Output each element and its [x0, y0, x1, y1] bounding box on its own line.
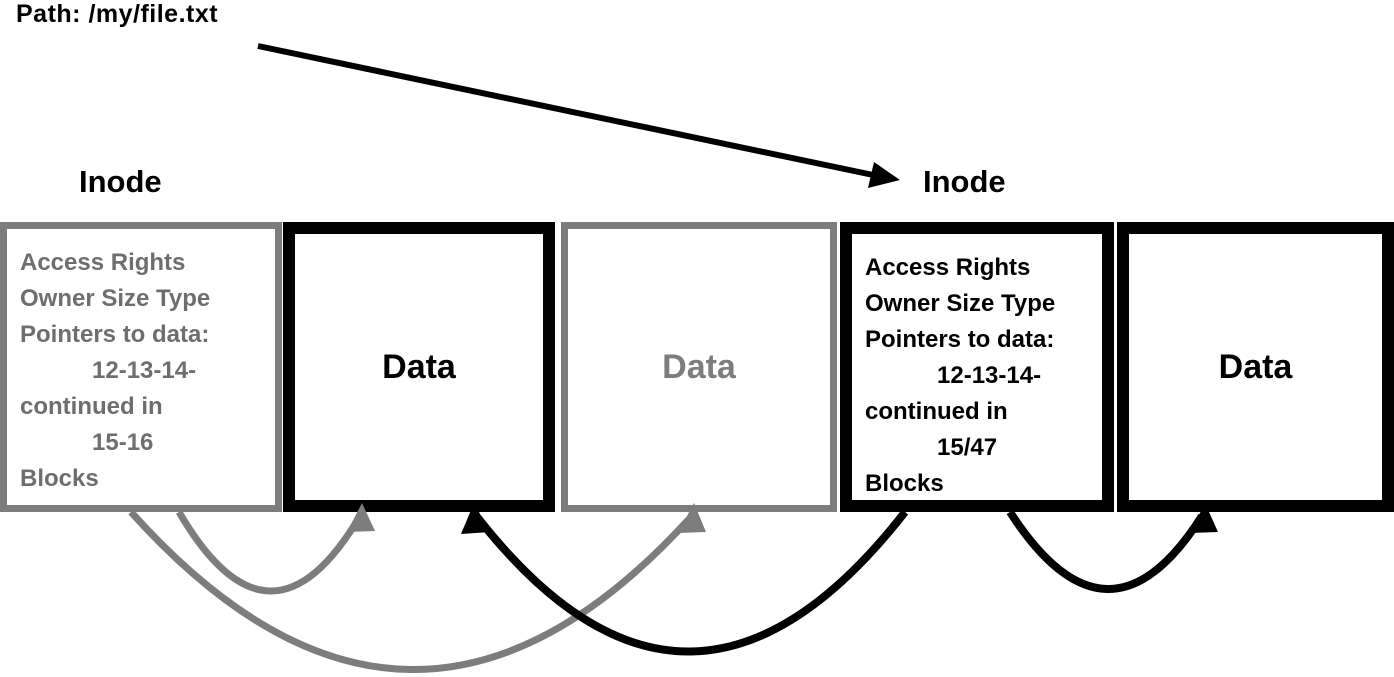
inode-field-line: Owner Size Type	[20, 285, 211, 312]
inode-field-line: Blocks	[865, 470, 944, 497]
pointer-arc-old-to-data2	[128, 503, 706, 673]
inode-field-line: Access Rights	[20, 249, 186, 276]
inode-field-line: 12-13-14-	[92, 357, 197, 384]
data-label: Data	[662, 347, 736, 386]
inode-field-line: continued in	[865, 398, 1008, 425]
inode-field-line: 12-13-14-	[937, 362, 1042, 389]
data-box-1: Data	[283, 222, 555, 512]
data-label: Data	[1218, 347, 1293, 386]
inode-field-line: Access Rights	[865, 254, 1031, 281]
inode-field-line: 15-16	[92, 429, 154, 456]
inode-field-line: 15/47	[937, 434, 998, 461]
inode-field-line: Pointers to data:	[20, 321, 210, 348]
data-box-2: Data	[561, 222, 837, 512]
inode-field-line: Owner Size Type	[865, 290, 1056, 317]
inode-box-old: Access Rights Owner Size Type Pointers t…	[0, 222, 282, 512]
arrowhead-icon	[868, 162, 900, 188]
pointer-arc-new-to-data1	[461, 503, 909, 656]
inode-field-line: Blocks	[20, 465, 99, 492]
inode-field-line: Pointers to data:	[865, 326, 1055, 353]
pointer-arc-old-to-data1	[175, 503, 375, 595]
inode-label-right: Inode	[923, 164, 1006, 199]
path-lookup-arrow	[257, 43, 900, 188]
inode-label-left: Inode	[79, 164, 162, 199]
pointer-arc-new-to-data3	[1006, 503, 1218, 593]
inode-field-line: continued in	[20, 393, 163, 420]
data-label: Data	[382, 347, 456, 386]
data-box-3: Data	[1117, 222, 1394, 512]
inode-box-new: Access Rights Owner Size Type Pointers t…	[840, 222, 1114, 512]
path-title: Path: /my/file.txt	[16, 0, 219, 28]
